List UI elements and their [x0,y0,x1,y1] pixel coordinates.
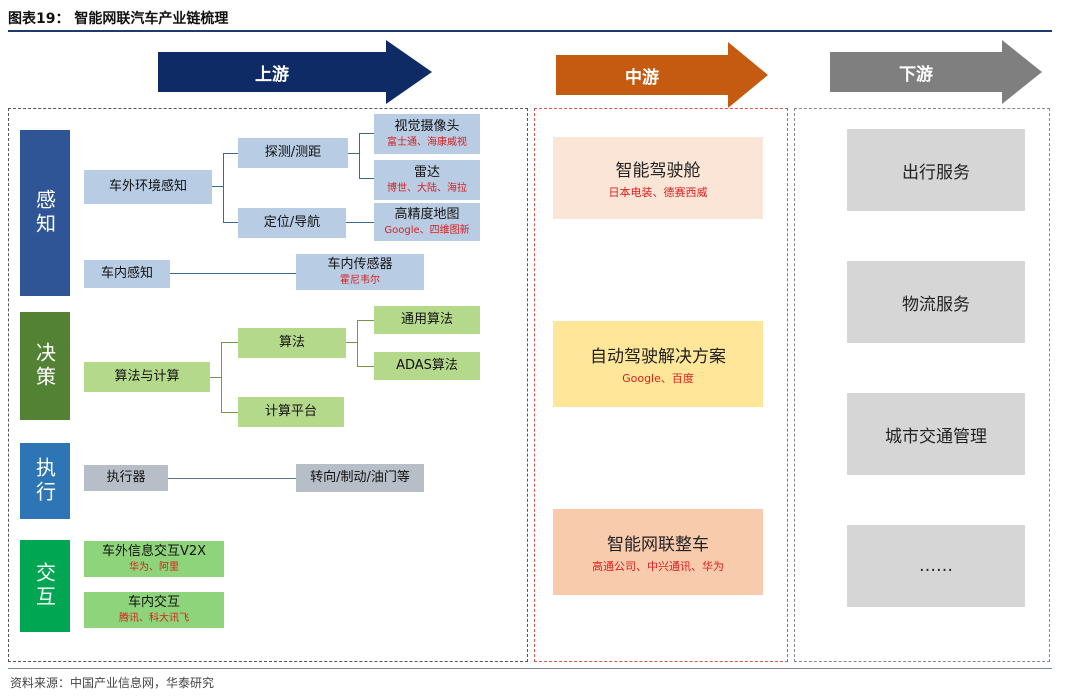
node-adas-algorithm: ADAS算法 [374,352,480,380]
node-label: 探测/测距 [264,144,322,160]
node-control-targets: 转向/制动/油门等 [296,464,424,492]
node-algorithm: 算法 [238,328,346,358]
midstream-autonomous-driving: 自动驾驶解决方案 Google、百度 [553,321,763,407]
node-label: 车外信息交互V2X [101,543,207,559]
node-companies: 腾讯、科大讯飞 [119,612,189,624]
connector [359,178,374,179]
source-note: 资料来源：中国产业信息网，华泰研究 [10,676,215,690]
midstream-arrow-head [728,42,768,108]
node-companies: 富士通、海康威视 [387,136,467,148]
category-interaction: 交互 [20,540,70,632]
connector [359,133,360,179]
midstream-label: 中游 [556,55,728,95]
node-label: 车内传感器 [327,256,393,272]
node-positioning: 定位/导航 [238,208,346,238]
midstream-arrow: 中游 [556,42,768,108]
midstream-panel [534,108,788,662]
downstream-panel [794,108,1050,662]
connector [223,153,238,154]
node-algorithm-computing: 算法与计算 [84,362,210,392]
upstream-label: 上游 [158,52,386,92]
category-decision: 决策 [20,312,70,420]
connector [346,342,358,343]
node-in-car-interaction: 车内交互 腾讯、科大讯飞 [84,592,224,628]
downstream-more: …… [847,525,1025,607]
node-detection: 探测/测距 [238,138,348,168]
downstream-label: 下游 [830,52,1002,92]
top-rule [8,30,1052,32]
node-label: 高精度地图 [394,206,460,222]
mid-companies: 日本电装、德赛西威 [608,186,708,199]
mid-label: 智能网联整车 [607,535,709,555]
figure-title: 图表19： 智能网联汽车产业链梳理 [8,11,229,27]
downstream-arrow: 下游 [830,40,1042,104]
bottom-rule [8,668,1052,669]
node-companies: 霍尼韦尔 [340,274,380,286]
connector [223,153,224,223]
connector [221,342,222,413]
node-label: 通用算法 [400,311,453,327]
connector [221,342,238,343]
node-companies: 华为、阿里 [129,561,179,573]
node-label: 算法 [278,334,305,350]
node-label: 计算平台 [264,403,317,419]
node-general-algorithm: 通用算法 [374,306,480,334]
node-label: 转向/制动/油门等 [310,469,410,485]
connector [359,133,374,134]
node-actuator: 执行器 [84,465,168,491]
node-label: 雷达 [413,164,440,180]
category-execution: 执行 [20,443,70,519]
connector [168,478,296,479]
upstream-arrow: 上游 [158,40,432,104]
node-computing-platform: 计算平台 [238,397,344,427]
node-internal-perception: 车内感知 [84,260,170,288]
mid-companies: 高通公司、中兴通讯、华为 [592,560,724,573]
downstream-arrow-head [1002,40,1042,104]
connector [170,273,296,274]
node-label: ADAS算法 [396,357,458,373]
mid-companies: Google、百度 [622,372,694,385]
upstream-arrow-head [386,40,432,104]
node-label: 视觉摄像头 [394,118,460,134]
node-label: 算法与计算 [114,368,180,384]
midstream-connected-vehicle: 智能网联整车 高通公司、中兴通讯、华为 [553,509,763,595]
midstream-smart-cockpit: 智能驾驶舱 日本电装、德赛西威 [553,137,763,219]
upstream-panel [8,108,528,662]
connector [212,186,224,187]
connector [221,412,238,413]
mid-label: 自动驾驶解决方案 [590,347,726,367]
connector [346,222,374,223]
connector [357,320,374,321]
downstream-urban-traffic: 城市交通管理 [847,393,1025,475]
connector [210,377,222,378]
node-label: 定位/导航 [263,214,321,230]
connector [357,320,358,367]
node-hdmap: 高精度地图 Google、四维图新 [374,203,480,241]
node-radar: 雷达 博世、大陆、海拉 [374,160,480,200]
category-perception: 感知 [20,130,70,296]
connector [348,153,360,154]
connector [357,366,374,367]
connector [223,222,238,223]
mid-label: 智能驾驶舱 [615,161,701,181]
node-label: 车外环境感知 [108,178,187,194]
downstream-mobility-service: 出行服务 [847,129,1025,211]
node-companies: Google、四维图新 [384,224,470,236]
node-label: 车内感知 [100,265,153,281]
node-internal-sensor: 车内传感器 霍尼韦尔 [296,254,424,290]
node-label: 执行器 [106,469,146,485]
node-v2x: 车外信息交互V2X 华为、阿里 [84,541,224,577]
node-camera: 视觉摄像头 富士通、海康威视 [374,114,480,154]
downstream-logistics-service: 物流服务 [847,261,1025,343]
node-label: 车内交互 [127,594,180,610]
node-companies: 博世、大陆、海拉 [387,182,467,194]
node-external-perception: 车外环境感知 [84,170,212,204]
